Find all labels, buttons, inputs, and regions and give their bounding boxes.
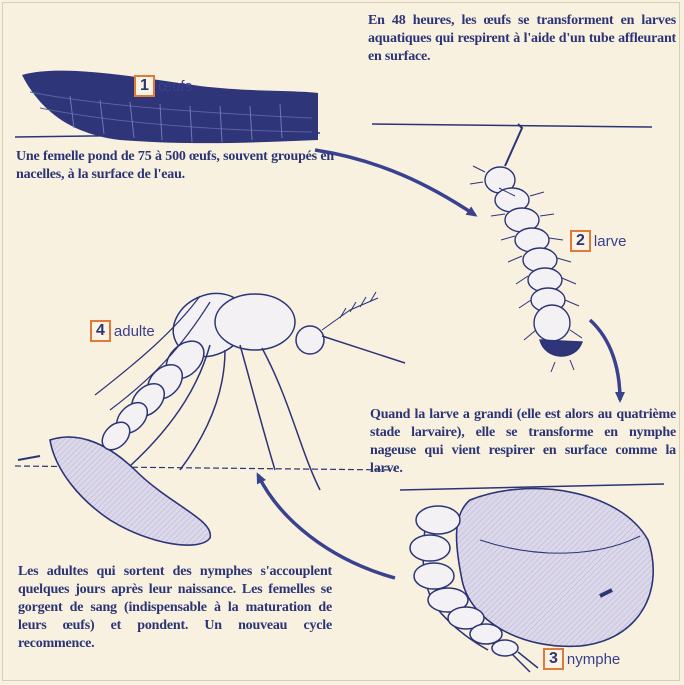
stage-name: adulte: [114, 323, 155, 340]
pupa-drawing: [400, 484, 664, 672]
stage-label-pupa: 3 nymphe: [543, 648, 620, 670]
stage-number-box: 2: [570, 230, 591, 252]
stage-number-box: 4: [90, 320, 111, 342]
stage-label-adult: 4 adulte: [90, 320, 155, 342]
pupa-text: Quand la larve a grandi (elle est alors …: [370, 406, 676, 478]
stage-name: larve: [594, 233, 627, 250]
stage-name: nymphe: [567, 651, 620, 668]
larva-intro-text: En 48 heures, les œufs se transforment e…: [368, 12, 676, 66]
adult-text: Les adultes qui sortent des nymphes s'ac…: [18, 563, 332, 653]
stage-name: œufs: [158, 78, 192, 95]
stage-label-eggs: 1 œufs: [134, 75, 192, 97]
stage-number-box: 1: [134, 75, 155, 97]
stage-number-box: 3: [543, 648, 564, 670]
stage-label-larva: 2 larve: [570, 230, 626, 252]
eggs-text: Une femelle pond de 75 à 500 œufs, souve…: [16, 148, 334, 184]
adult-mosquito-drawing: [15, 282, 405, 545]
